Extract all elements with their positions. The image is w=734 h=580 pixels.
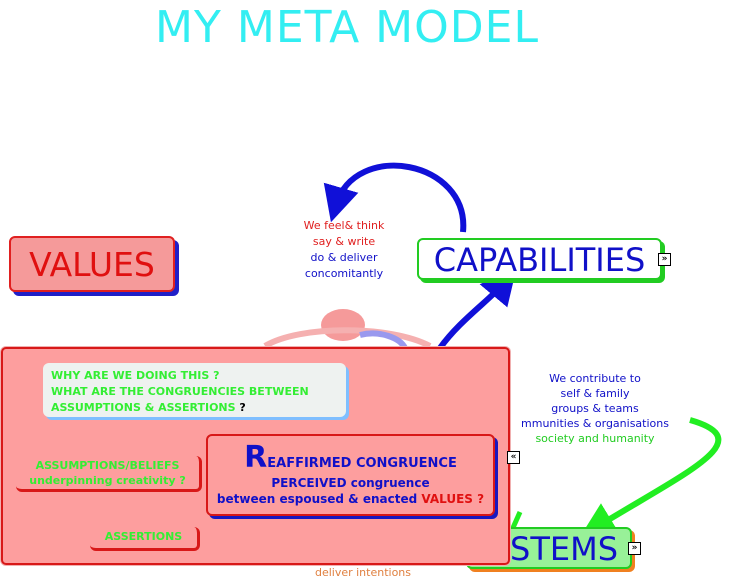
diagram-title: MY META MODEL [155,2,539,53]
reaffirmed-congruence-box[interactable]: REAFFIRMED CONGRUENCE PERCEIVED congruen… [206,434,495,516]
values-label: VALUES [29,245,155,284]
center-figure-arm-blue [359,330,408,350]
question-box: WHY ARE WE DOING THIS ? WHAT ARE THE CON… [43,363,346,417]
center-figure-head [321,309,365,341]
collapse-icon[interactable]: « [507,451,520,464]
deliver-intentions-text: deliver intentions [314,566,412,579]
up-arrow [437,268,517,350]
capabilities-label: CAPABILITIES [433,241,646,279]
capabilities-node[interactable]: CAPABILITIES [417,238,662,280]
assertions-box[interactable]: ASSERTIONS [90,527,200,551]
capabilities-loop-arrow [323,162,467,233]
systems-description: We contribute to self & family groups & … [521,372,669,445]
expand-icon[interactable]: » [628,542,641,555]
center-figure-arms [263,327,432,349]
systems-label: STEMS [510,530,618,568]
systems-loop-arrow [579,417,722,538]
capabilities-description: We feel& think say & write do & deliver … [303,219,385,280]
values-node[interactable]: VALUES [9,236,175,292]
assumptions-beliefs-box[interactable]: ASSUMPTIONS/BELIEFS underpinning creativ… [16,456,202,492]
expand-icon[interactable]: » [658,253,671,266]
